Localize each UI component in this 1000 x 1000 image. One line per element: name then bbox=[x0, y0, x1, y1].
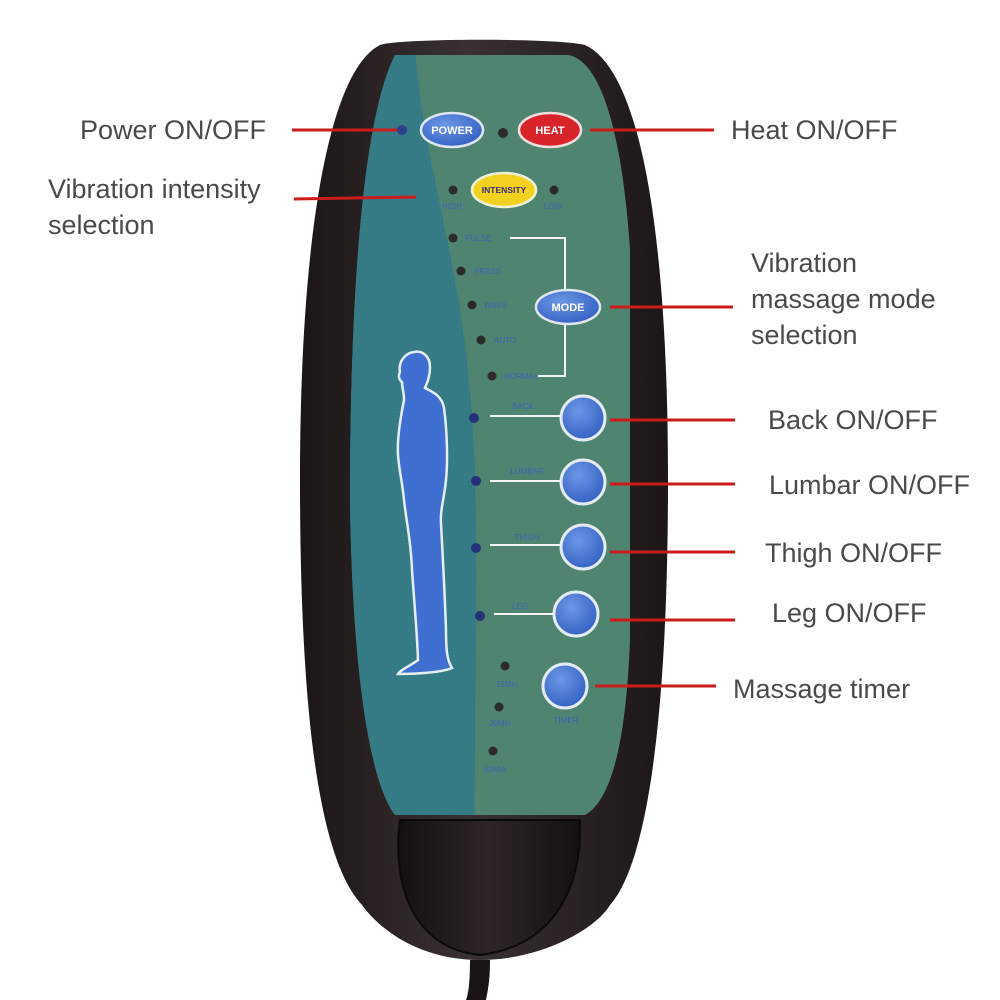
leg-button[interactable] bbox=[552, 590, 600, 638]
heat-button[interactable]: HEAT bbox=[517, 111, 583, 149]
lumbar-label: LUMBAR bbox=[510, 467, 544, 476]
lumbar-button[interactable] bbox=[559, 458, 607, 506]
mode-list: PULSE PRESS WAVE AUTO NORMAL bbox=[448, 233, 539, 381]
mode-pulse-light bbox=[448, 233, 458, 243]
power-button-label: POWER bbox=[431, 125, 473, 137]
thigh-button[interactable] bbox=[559, 523, 607, 571]
remote-face-panel bbox=[350, 55, 630, 815]
back-label: BACK bbox=[512, 402, 534, 411]
heat-indicator-light bbox=[498, 128, 508, 138]
callout-timer-text: Massage timer bbox=[733, 674, 911, 704]
remote-tail bbox=[397, 819, 582, 957]
callout-vibration-mode-line-1: Vibration bbox=[751, 248, 858, 278]
mode-pulse-label: PULSE bbox=[465, 234, 491, 243]
intensity-button-label: INTENSITY bbox=[482, 185, 527, 195]
callout-heat-text: Heat ON/OFF bbox=[731, 115, 898, 145]
callout-thigh: Thigh ON/OFF bbox=[765, 535, 942, 571]
callout-vibration-mode-line-2: massage mode bbox=[751, 284, 936, 314]
timer-options: 15Min 30Min 60Min bbox=[484, 661, 518, 774]
mode-button-label: MODE bbox=[552, 302, 585, 314]
intensity-low-light bbox=[549, 185, 559, 195]
mode-press-label: PRESS bbox=[474, 267, 501, 276]
mode-normal-label: NORMAL bbox=[504, 372, 539, 381]
timer-15-light bbox=[500, 661, 510, 671]
human-body-icon bbox=[395, 350, 454, 676]
thigh-label: THIGH bbox=[515, 533, 540, 542]
intensity-button[interactable]: INTENSITY bbox=[470, 171, 538, 209]
leg-indicator-light bbox=[475, 611, 485, 621]
callout-lumbar-text: Lumbar ON/OFF bbox=[769, 470, 971, 500]
callout-thigh-text: Thigh ON/OFF bbox=[765, 538, 943, 568]
timer-60-light bbox=[488, 746, 498, 756]
callout-vibration-intensity: Vibration intensity selection bbox=[48, 171, 261, 243]
timer-button-label: TIMER bbox=[554, 716, 579, 725]
callout-vibration-intensity-line-2: selection bbox=[48, 210, 155, 240]
timer-30-light bbox=[494, 702, 504, 712]
leg-label: LEG bbox=[512, 602, 528, 611]
back-indicator-light bbox=[469, 413, 479, 423]
timer-button[interactable] bbox=[541, 662, 589, 710]
mode-auto-light bbox=[476, 335, 486, 345]
back-button[interactable] bbox=[559, 394, 607, 442]
callout-timer: Massage timer bbox=[733, 671, 910, 707]
callout-heat: Heat ON/OFF bbox=[731, 112, 898, 148]
mode-press-light bbox=[456, 266, 466, 276]
callout-back: Back ON/OFF bbox=[768, 402, 938, 438]
callout-vibration-mode: Vibration massage mode selection bbox=[751, 245, 936, 353]
callout-lines bbox=[292, 128, 735, 688]
lumbar-indicator-light bbox=[471, 476, 481, 486]
timer-60-label: 60Min bbox=[484, 765, 506, 774]
mode-bracket bbox=[510, 237, 566, 377]
mode-auto-label: AUTO bbox=[494, 336, 516, 345]
callout-back-text: Back ON/OFF bbox=[768, 405, 938, 435]
heat-button-label: HEAT bbox=[535, 125, 564, 137]
callout-power-text: Power ON/OFF bbox=[80, 115, 267, 145]
thigh-indicator-light bbox=[471, 543, 481, 553]
mode-wave-light bbox=[467, 300, 477, 310]
timer-30-label: 30Min bbox=[489, 719, 511, 728]
callout-lumbar: Lumbar ON/OFF bbox=[769, 467, 970, 503]
callout-vibration-intensity-line-1: Vibration intensity bbox=[48, 174, 261, 204]
zone-controls: BACK LUMBAR THIGH LEG bbox=[469, 402, 560, 621]
intensity-high-light bbox=[448, 185, 458, 195]
mode-wave-label: WAVE bbox=[484, 301, 507, 310]
power-indicator-light bbox=[397, 125, 407, 135]
power-button[interactable]: POWER bbox=[419, 111, 485, 149]
timer-15-label: 15Min bbox=[496, 680, 518, 689]
callout-leg: Leg ON/OFF bbox=[772, 595, 927, 631]
mode-normal-light bbox=[487, 371, 497, 381]
callout-power: Power ON/OFF bbox=[80, 112, 266, 148]
callout-leg-text: Leg ON/OFF bbox=[772, 598, 927, 628]
mode-button[interactable]: MODE bbox=[534, 288, 602, 326]
callout-vibration-mode-line-3: selection bbox=[751, 320, 858, 350]
intensity-high-label: HIGH bbox=[442, 202, 462, 211]
intensity-low-label: LOW bbox=[544, 202, 563, 211]
